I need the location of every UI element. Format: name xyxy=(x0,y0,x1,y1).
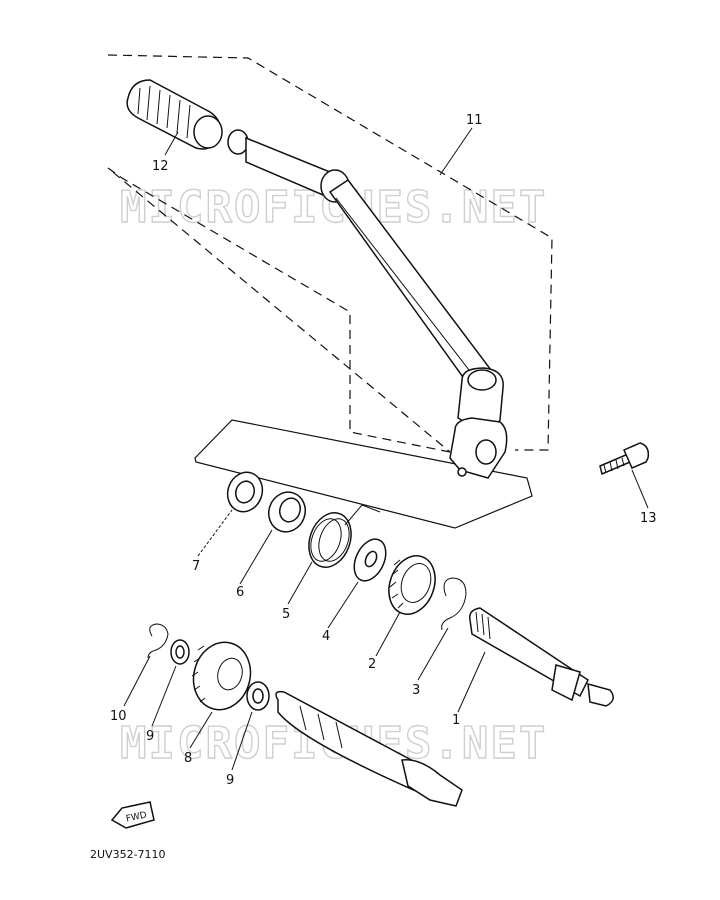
callout-9-lower: 9 xyxy=(226,773,234,788)
leader-11 xyxy=(439,127,473,176)
leader-12 xyxy=(164,131,179,156)
kick-axle xyxy=(468,607,614,707)
kick-crank xyxy=(227,129,508,479)
main-axle xyxy=(275,690,463,807)
leader-10 xyxy=(123,655,151,707)
callout-1: 1 xyxy=(452,713,460,728)
torsion-spring xyxy=(308,504,381,568)
leader-13 xyxy=(631,469,649,509)
callout-9-upper: 9 xyxy=(146,729,154,744)
callout-5: 5 xyxy=(282,607,290,622)
callout-12: 12 xyxy=(152,159,169,174)
leader-9b xyxy=(231,711,253,771)
leader-2 xyxy=(375,611,401,657)
callout-8: 8 xyxy=(184,751,192,766)
leader-7 xyxy=(197,509,233,557)
idle-gear xyxy=(191,641,252,711)
washer-4 xyxy=(353,538,387,582)
leader-4 xyxy=(327,581,359,629)
oil-seal xyxy=(226,471,264,513)
washer-9-lower xyxy=(246,681,270,711)
fwd-label: FWD xyxy=(125,810,148,824)
callout-10: 10 xyxy=(110,709,127,724)
callout-11: 11 xyxy=(466,113,483,128)
callout-7: 7 xyxy=(192,559,200,574)
circlip-3 xyxy=(441,577,467,631)
kick-gear xyxy=(388,555,436,615)
spring-guide xyxy=(268,491,306,533)
assembly-outline-dashed xyxy=(107,54,553,453)
circlip-10 xyxy=(147,623,169,659)
washer-9-upper xyxy=(170,639,190,665)
assembly-outline-solid xyxy=(194,419,533,529)
callout-13: 13 xyxy=(640,511,657,526)
fwd-arrow: FWD xyxy=(110,801,155,829)
callout-4: 4 xyxy=(322,629,330,644)
bolt xyxy=(599,442,650,476)
leader-8 xyxy=(189,711,213,749)
leader-1 xyxy=(457,651,486,713)
callout-6: 6 xyxy=(236,585,244,600)
leader-5 xyxy=(287,561,313,605)
diagram-code: 2UV352-7110 xyxy=(90,848,166,861)
grip xyxy=(126,79,223,150)
leader-3 xyxy=(417,627,449,681)
leader-6 xyxy=(239,529,273,585)
callout-3: 3 xyxy=(412,683,420,698)
leader-9a xyxy=(151,665,177,727)
callout-2: 2 xyxy=(368,657,376,672)
